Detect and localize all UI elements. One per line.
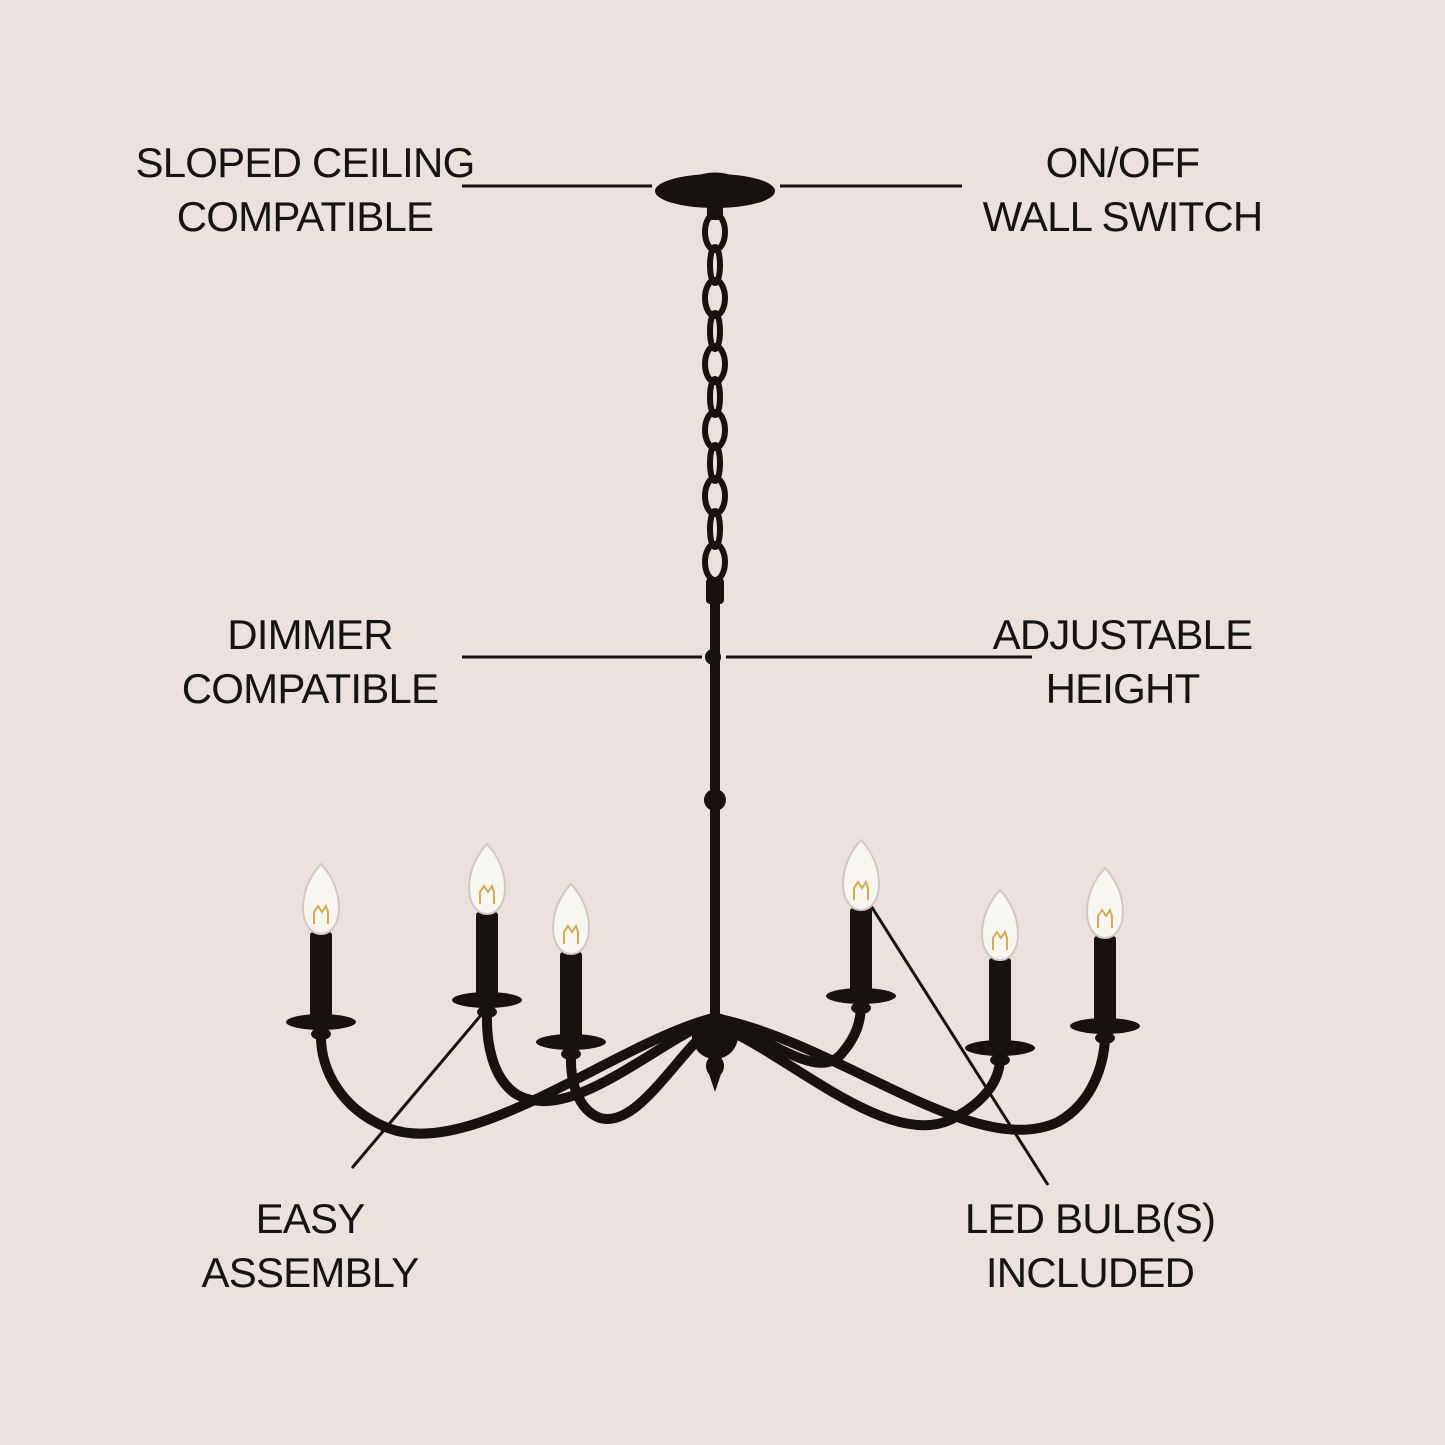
callout-sloped-ceiling: SLOPED CEILING COMPATIBLE (75, 136, 535, 244)
callout-adjustable-height-line1: ADJUSTABLE (992, 611, 1253, 658)
arm (719, 1023, 1005, 1131)
callout-easy-assembly-line1: EASY (255, 1195, 366, 1242)
chain (702, 211, 728, 583)
callout-dimmer-line1: DIMMER (227, 611, 393, 658)
candle (826, 838, 896, 1014)
arm (315, 1015, 711, 1139)
bulb (551, 882, 591, 956)
rod-ball-ornament (704, 789, 726, 811)
callout-led-bulbs-line2: INCLUDED (985, 1249, 1195, 1296)
callout-led-bulbs: LED BULB(S) INCLUDED (875, 1192, 1305, 1300)
candle (965, 888, 1035, 1066)
bulb (1085, 866, 1125, 940)
bulb (301, 862, 341, 936)
callout-adjustable-height: ADJUSTABLE HEIGHT (925, 608, 1320, 716)
callout-sloped-ceiling-line1: SLOPED CEILING (135, 139, 476, 186)
callout-sloped-ceiling-line2: COMPATIBLE (176, 193, 434, 240)
callout-wall-switch: ON/OFF WALL SWITCH (925, 136, 1320, 244)
arm (481, 1007, 709, 1107)
finial (709, 1074, 721, 1092)
callout-easy-assembly: EASY ASSEMBLY (95, 1192, 525, 1300)
callout-dimmer: DIMMER COMPATIBLE (95, 608, 525, 716)
callout-led-bulbs-line1: LED BULB(S) (964, 1195, 1216, 1242)
candle (286, 862, 356, 1040)
callout-easy-assembly-line2: ASSEMBLY (201, 1249, 420, 1296)
candle (536, 882, 606, 1060)
arm (719, 1015, 1110, 1135)
bulb (980, 888, 1020, 962)
callout-lines (350, 184, 1050, 1186)
candle (1070, 866, 1140, 1044)
led-bulb-line (864, 897, 1050, 1186)
callout-adjustable-height-line2: HEIGHT (1045, 665, 1201, 712)
callout-wall-switch-line2: WALL SWITCH (982, 193, 1264, 240)
callout-wall-switch-line1: ON/OFF (1045, 139, 1201, 186)
center-rod (704, 578, 726, 1024)
chandelier-arms (315, 1003, 1110, 1139)
arm (565, 1025, 713, 1124)
easy-assembly-line (350, 1007, 489, 1169)
callout-dimmer-line2: COMPATIBLE (181, 665, 439, 712)
bulb (467, 842, 507, 916)
chandelier-hub (692, 1013, 738, 1092)
candle (452, 842, 522, 1018)
bulb (841, 838, 881, 912)
